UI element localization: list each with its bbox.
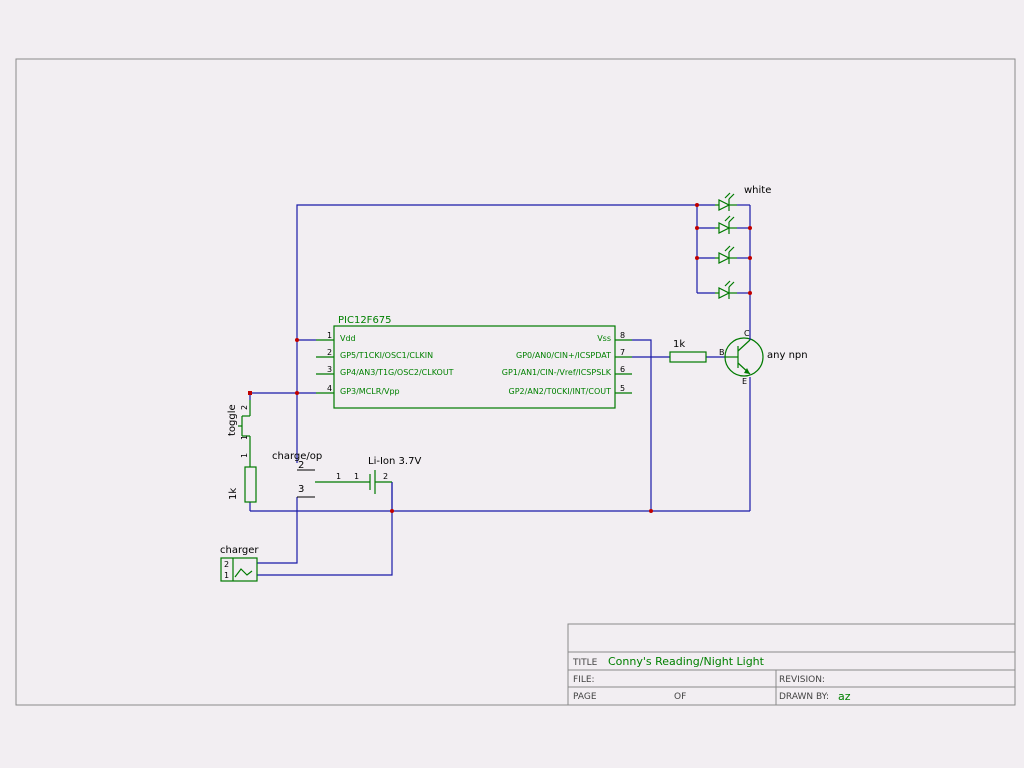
led-4 bbox=[715, 280, 737, 299]
switch-pin: 3 bbox=[298, 484, 304, 495]
wire-vdd-led-rail bbox=[296, 204, 697, 340]
wire-vss-ground bbox=[632, 339, 652, 511]
transistor-pin-b: B bbox=[719, 348, 725, 357]
transistor-pin-c: C bbox=[744, 329, 750, 338]
pin-label: GP1/AN1/CIN-/Vref/ICSPSLK bbox=[502, 368, 612, 377]
toggle-switch: toggle 2 1 1 bbox=[227, 400, 251, 467]
pin-num: 7 bbox=[620, 348, 625, 357]
led-array: white bbox=[715, 185, 771, 299]
transistor-label: any npn bbox=[767, 350, 808, 361]
wire-switch-charger bbox=[257, 497, 298, 564]
toggle-pin: 1 bbox=[240, 435, 249, 440]
battery-label: Li-Ion 3.7V bbox=[368, 456, 421, 467]
pin-num: 3 bbox=[327, 365, 332, 374]
pull-resistor-value: 1k bbox=[228, 488, 239, 500]
charge-op-switch: charge/op 2 1 3 bbox=[272, 451, 352, 498]
pin-label: GP0/AN0/CIN+/ICSPDAT bbox=[516, 351, 611, 360]
switch-pin: 2 bbox=[298, 460, 304, 471]
switch-label: charge/op bbox=[272, 451, 322, 462]
battery-pin: 1 bbox=[354, 472, 359, 481]
li-ion-battery: Li-Ion 3.7V 1 2 bbox=[352, 456, 421, 494]
charger-pin: 1 bbox=[224, 571, 229, 580]
title-block: TITLE Conny's Reading/Night Light FILE: … bbox=[567, 623, 1016, 706]
pin-label: GP5/T1CKI/OSC1/CLKIN bbox=[340, 351, 433, 360]
toggle-pin: 1 bbox=[240, 453, 249, 458]
pull-resistor: 1k bbox=[228, 466, 257, 503]
pin-num: 6 bbox=[620, 365, 625, 374]
pin-label: Vss bbox=[597, 334, 611, 343]
npn-transistor: C B E any npn bbox=[719, 329, 808, 386]
drawn-by-value: az bbox=[838, 690, 851, 703]
sheet-border bbox=[15, 58, 1016, 706]
pin-num: 8 bbox=[620, 331, 625, 340]
charger-label: charger bbox=[220, 545, 259, 556]
mcu-name: PIC12F675 bbox=[338, 315, 392, 326]
junctions bbox=[248, 203, 752, 513]
toggle-pin: 2 bbox=[240, 405, 249, 410]
switch-pin: 1 bbox=[336, 472, 341, 481]
transistor-pin-e: E bbox=[742, 377, 747, 386]
battery-pin: 2 bbox=[383, 472, 388, 481]
drawn-by-label: DRAWN BY: bbox=[779, 692, 829, 702]
pin-num: 1 bbox=[327, 331, 332, 340]
pin-label: GP4/AN3/T1G/OSC2/CLKOUT bbox=[340, 368, 454, 377]
wires bbox=[249, 204, 751, 576]
pin-num: 5 bbox=[620, 384, 625, 393]
revision-label: REVISION: bbox=[779, 675, 825, 685]
led-1 bbox=[715, 192, 737, 211]
wire-battery-charger bbox=[257, 482, 393, 576]
pin-label: GP3/MCLR/Vpp bbox=[340, 387, 400, 396]
led-label: white bbox=[744, 185, 771, 196]
charger-pin: 2 bbox=[224, 560, 229, 569]
charger-connector: charger 2 1 bbox=[220, 545, 259, 582]
pin-num: 4 bbox=[327, 384, 332, 393]
pin-num: 2 bbox=[327, 348, 332, 357]
of-label: OF bbox=[674, 692, 686, 702]
base-resistor: 1k bbox=[669, 339, 707, 363]
title-value: Conny's Reading/Night Light bbox=[608, 655, 765, 668]
toggle-label: toggle bbox=[227, 404, 238, 436]
led-2 bbox=[715, 215, 737, 234]
file-label: FILE: bbox=[573, 675, 595, 685]
pin-label: GP2/AN2/T0CKI/INT/COUT bbox=[509, 387, 612, 396]
title-label: TITLE bbox=[572, 658, 598, 668]
pin-label: Vdd bbox=[340, 334, 356, 343]
resistor-value: 1k bbox=[673, 339, 685, 350]
led-3 bbox=[715, 245, 737, 264]
pic-microcontroller: PIC12F675 1 2 3 4 Vdd GP5/T1CKI/OSC1/CLK… bbox=[316, 315, 632, 409]
wire-gp3-toggle bbox=[249, 392, 316, 400]
page-label: PAGE bbox=[573, 692, 597, 702]
